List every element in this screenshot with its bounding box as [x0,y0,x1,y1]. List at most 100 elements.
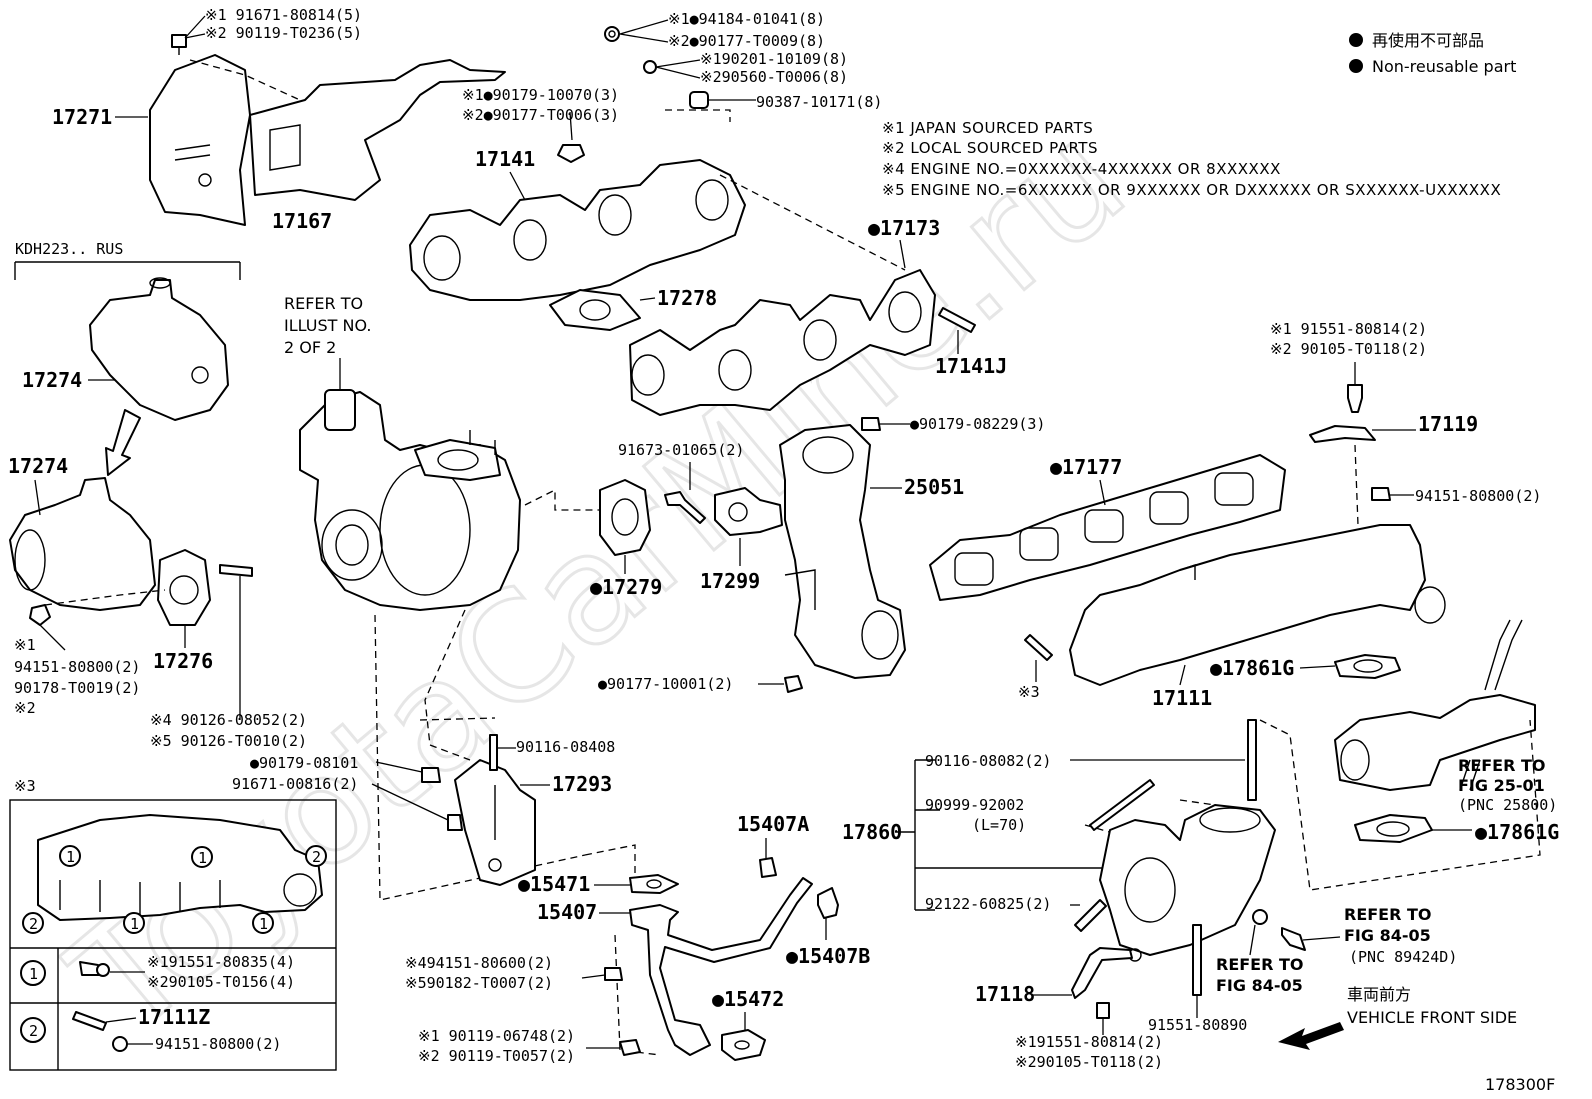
part-17293-label: 17293 [552,772,612,796]
inset-bolt-90105-T0156-label: ※290105-T0156(4) [147,973,295,991]
sensor-icon [1252,909,1306,951]
stud-icon [1247,719,1257,801]
turbocharger-assembly[interactable] [299,389,521,611]
bolt-91671-00816-label: 91671-00816(2) [232,775,358,793]
nut-90177-10001-label: ●90177-10001(2) [598,675,733,693]
part-17274a-label: 17274 [22,368,82,392]
gasket-17279[interactable] [599,479,651,556]
gasket-17861g-a[interactable] [1334,654,1401,679]
nut-icon [784,675,803,693]
bolt-90119-T0057-label: ※2 90119-T0057(2) [418,1047,575,1065]
pin-icon [1089,779,1155,831]
part-17111-label: 17111 [1152,686,1212,710]
svg-text:1: 1 [130,915,139,933]
nut-94151-80600-label: ※494151-80600(2) [405,954,553,972]
bolt-91551-80814-c-label: ※191551-80814(2) [1015,1033,1163,1051]
egr-valve-17299[interactable] [714,487,783,536]
bolt-icon [1192,924,1202,996]
arrow-down-icon [105,409,141,476]
part-17860-label: 17860 [842,820,902,844]
inset-callout-2: 2 [305,845,327,867]
nut-90179-10070-label: ※1●90179-10070(3) [462,86,619,104]
bolt-icon [664,491,706,524]
part-17118-label: 17118 [975,982,1035,1006]
egr-cooler-assembly[interactable] [1334,619,1536,791]
turbo-water-housing-17274-upper[interactable] [89,277,229,421]
nut-icon [112,1036,128,1052]
egr-pipe-17118[interactable] [1071,947,1133,999]
oil-pipe-15407[interactable] [629,877,813,1056]
bolt-icon [171,34,187,55]
refer-illust-3: 2 OF 2 [284,338,336,357]
gasket-15472[interactable] [721,1029,766,1061]
stud-icon [219,564,253,577]
nut-icon [1371,487,1391,501]
front-arrow-icon [1278,1022,1344,1050]
heat-insulator-17271[interactable] [149,54,251,226]
nut-icon [557,144,585,163]
exhaust-pipe-25051[interactable] [779,424,906,679]
part-25051-label: 25051 [904,475,964,499]
bolt-icon [619,1039,641,1056]
part-17167-label: 17167 [272,209,332,233]
part-17279-label: ●17279 [590,575,662,599]
part-17861g-b-label: ●17861G [1475,820,1559,844]
part-17299-label: 17299 [700,569,760,593]
nut-90179-08229-label: ●90179-08229(3) [910,415,1045,433]
svg-text:2: 2 [29,1022,38,1040]
svg-text:2: 2 [29,915,38,933]
gasket-17278[interactable] [549,289,641,331]
stud-icon [72,1011,107,1031]
nut-94151-80800-label: 94151-80800(2) [14,658,140,676]
mark-1-label: ※1 [14,636,36,654]
bolt-90119-T0236-label: ※2 90119-T0236(5) [205,24,362,42]
refer-84-05a-2: FIG 84-05 [1344,926,1431,945]
refer-25-01-1: REFER TO [1458,756,1546,775]
bolt-91551-80814-a-label: ※1 91551-80814(2) [1270,320,1427,338]
front-jp-label: 車両前方 [1347,985,1411,1004]
bracket-17119[interactable] [1309,425,1376,443]
inset-callout-1: 1 [123,912,145,934]
bolt-icon [79,961,110,977]
part-17141-label: 17141 [475,147,535,171]
part-15407-label: 15407 [537,900,597,924]
refer-25-01-2: FIG 25-01 [1458,776,1545,795]
inset-intake-manifold [37,814,323,921]
bolt-91671-80814-label: ※1 91671-80814(5) [205,6,362,24]
note-local-sourced: ※2 LOCAL SOURCED PARTS [882,139,1098,157]
inset-callout-2: 2 [22,912,44,934]
gasket-17276[interactable] [157,549,211,626]
nut-icon [604,26,620,42]
exhaust-manifold-17141[interactable] [409,159,746,301]
mark-2-label: ※2 [14,699,36,717]
nut-90179-08101-label: ●90179-08101 [250,754,358,772]
bolt-90119-06748-label: ※1 90119-06748(2) [418,1027,575,1045]
inset-part-17111Z-label: 17111Z [138,1005,210,1029]
bullet-icon [1349,33,1363,47]
gasket-17861g-b[interactable] [1354,814,1433,843]
svg-text:1: 1 [198,849,207,867]
throttle-body-17860[interactable] [1099,804,1276,962]
stud-92122-60825-label: 92122-60825(2) [925,895,1051,913]
refer-84-05a-3: (PNC 89424D) [1349,948,1457,966]
gasket-17173[interactable] [629,269,936,416]
inset-bolt-91551-80835-label: ※191551-80835(4) [147,953,295,971]
part-17173-label: ●17173 [868,216,940,240]
stud-90116-08082-label: 90116-08082(2) [925,752,1051,770]
intake-gasket-17177[interactable] [929,454,1286,601]
mark-3-label: ※3 [1018,683,1040,701]
refer-illust-1: REFER TO [284,294,363,313]
inset-mark-label: ※3 [14,777,36,795]
turbo-stay-17293[interactable] [454,759,536,886]
svg-text:1: 1 [29,965,38,983]
part-17278-label: 17278 [657,286,717,310]
turbo-water-housing-17274-lower[interactable] [9,477,156,611]
gasket-15471[interactable] [629,874,679,894]
refer-25-01-3: (PNC 25800) [1458,796,1557,814]
heat-insulator-17167[interactable] [249,59,506,201]
stud-icon [689,91,709,109]
nut-94151-80800-b-label: 94151-80800(2) [1415,487,1541,505]
intake-manifold-17111[interactable] [1069,524,1446,686]
legend-jp: 再使用不可部品 [1372,31,1484,50]
stud-icon [938,307,976,333]
